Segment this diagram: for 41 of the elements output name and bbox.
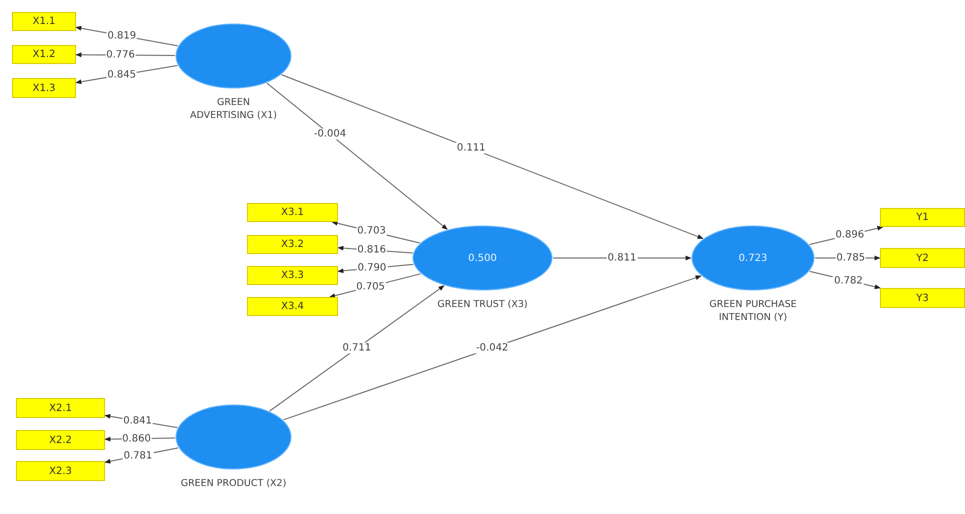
- edge-label: 0.703: [356, 226, 387, 237]
- indicator-box: Y3: [880, 288, 965, 308]
- edge-label: 0.781: [122, 450, 154, 462]
- edge-label: 0.785: [835, 252, 866, 264]
- construct-name: GREEN PRODUCT (X2): [180, 478, 286, 491]
- edge-label: -0.004: [312, 128, 348, 140]
- indicator-box: X1.3: [12, 78, 76, 98]
- edge-label: 0.819: [106, 30, 138, 42]
- edge-label: -0.042: [475, 342, 510, 354]
- edge-label: 0.896: [834, 229, 866, 240]
- edge-label: 0.705: [355, 281, 386, 292]
- r-squared-value: 0.723: [738, 252, 768, 264]
- indicator-box: Y1: [880, 208, 965, 227]
- path-arrow: [266, 82, 448, 230]
- edge-label: 0.711: [342, 342, 372, 354]
- indicator-box: X3.1: [247, 203, 338, 222]
- r-squared-value: 0.500: [468, 252, 497, 264]
- edge-label: 0.776: [105, 50, 136, 61]
- edge-label: 0.811: [606, 252, 638, 264]
- edge-label: 0.790: [356, 262, 388, 274]
- indicator-box: X3.3: [247, 266, 338, 285]
- indicator-box: X2.2: [16, 430, 105, 450]
- indicator-box: Y2: [880, 248, 965, 268]
- edge-label: 0.860: [121, 433, 152, 444]
- construct-name: GREEN PURCHASE INTENTION (Y): [708, 299, 798, 325]
- indicator-box: X1.2: [12, 45, 76, 64]
- indicator-box: X2.3: [16, 461, 105, 481]
- edge-label: 0.845: [106, 69, 137, 80]
- path-arrow: [269, 285, 445, 412]
- edge-label: 0.841: [122, 415, 153, 426]
- indicator-box: X2.1: [16, 398, 105, 418]
- construct-name: GREEN TRUST (X3): [437, 299, 528, 312]
- indicator-box: X1.1: [12, 12, 76, 31]
- construct-name: GREEN ADVERTISING (X1): [189, 97, 278, 123]
- indicator-box: X3.2: [247, 235, 338, 254]
- edge-label: 0.111: [456, 142, 487, 154]
- edge-label: 0.816: [356, 244, 387, 256]
- path-arrow: [282, 275, 702, 420]
- edge-label: 0.782: [833, 275, 864, 286]
- indicator-box: X3.4: [247, 297, 338, 316]
- path-arrow: [281, 74, 704, 240]
